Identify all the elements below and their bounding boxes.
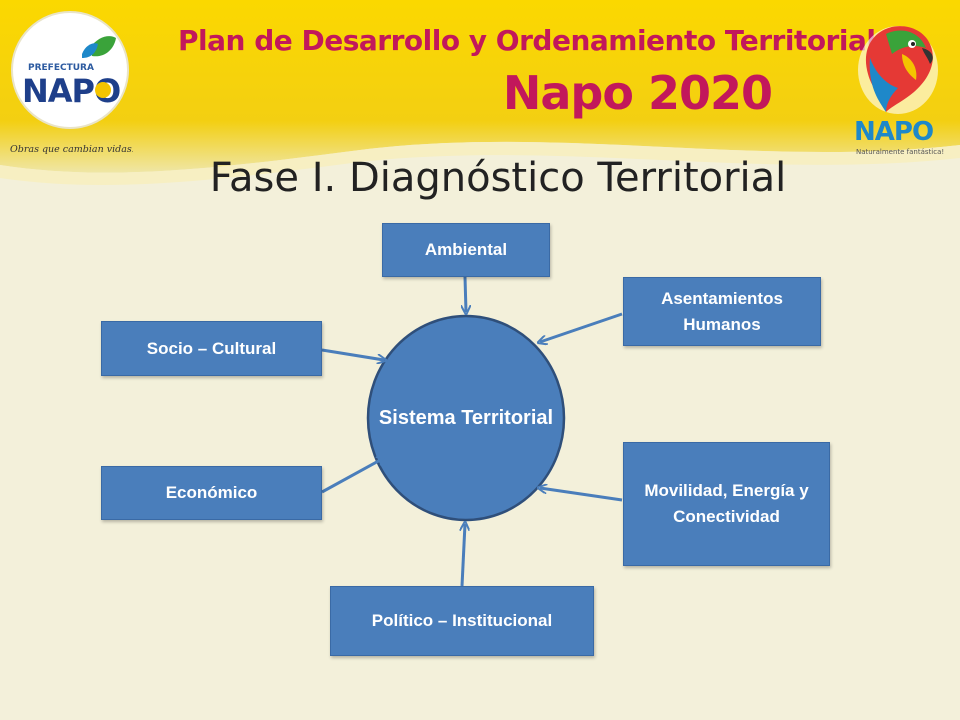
node-ambiental: Ambiental <box>382 223 550 277</box>
logo-left-prefix: PREFECTURA <box>28 63 94 73</box>
arrow-ambiental <box>465 276 466 312</box>
header-subtitle: Napo 2020 <box>502 66 773 120</box>
node-economico: Económico <box>101 466 322 520</box>
node-politico-institucional: Político – Institucional <box>330 586 594 656</box>
node-movilidad-energia-conectividad: Movilidad, Energía y Conectividad <box>623 442 830 566</box>
napo-parrot-logo: NAPO Naturalmente fantástica! <box>854 26 944 156</box>
logo-left-slogan: Obras que cambian vidas! <box>10 144 133 155</box>
center-ellipse <box>366 314 566 522</box>
arrow-socio-cultural <box>321 348 384 360</box>
arrow-asentamientos <box>540 312 623 342</box>
node-asentamientos-humanos: Asentamientos Humanos <box>623 277 821 346</box>
prefectura-napo-logo: PREFECTURA NAPO Obras que cambian vidas! <box>10 11 133 155</box>
node-socio-cultural: Socio – Cultural <box>101 321 322 376</box>
logo-right-name: NAPO <box>854 117 933 147</box>
slide-title: Fase I. Diagnóstico Territorial <box>209 155 787 201</box>
header-title: Plan de Desarrollo y Ordenamiento Territ… <box>178 24 876 57</box>
header-band <box>0 0 960 186</box>
arrow-politico <box>462 524 465 587</box>
logo-right-slogan: Naturalmente fantástica! <box>856 148 944 156</box>
center-label: Sistema Territorial <box>378 407 554 429</box>
arrow-economico <box>321 458 384 494</box>
arrow-movilidad <box>540 488 623 502</box>
